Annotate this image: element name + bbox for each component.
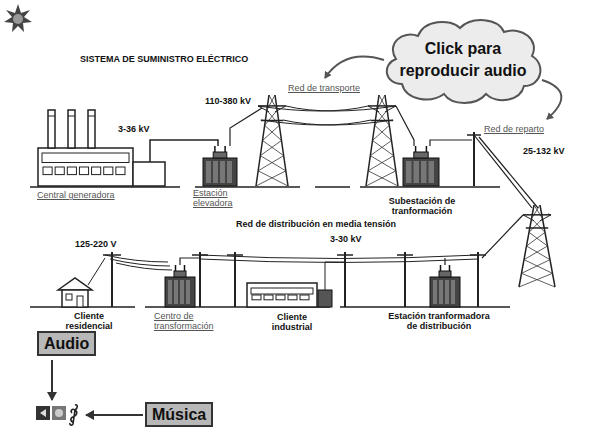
leader-arrow (86, 414, 143, 416)
factory (247, 283, 317, 307)
callout-cloud: Click para reproducir audio (380, 14, 546, 106)
power-line (283, 120, 393, 125)
wire (180, 258, 200, 265)
leader-arrow (325, 57, 384, 78)
transformer (203, 146, 237, 186)
utility-pole (397, 252, 413, 307)
component-label: 3-36 kV (118, 124, 150, 134)
component-label: 110-380 kV (205, 96, 251, 106)
power-line (286, 106, 396, 111)
callout-box: Audio (37, 331, 96, 356)
utility-pole (337, 252, 353, 307)
node-text: Música (152, 405, 206, 424)
wire (230, 108, 262, 146)
component-label: Centro de transformación (154, 311, 254, 332)
component-label: Subestación de tranformación (376, 196, 468, 217)
transmission-tower (519, 205, 555, 287)
component-label: Cliente industrial (262, 312, 322, 333)
component-label: Cliente residencial (58, 311, 120, 332)
wire (396, 106, 414, 146)
cloud-outline (380, 14, 546, 106)
component-label: Red de distribución en media tensión (236, 219, 396, 229)
callout-box: Música (145, 402, 213, 427)
transformer (318, 290, 332, 307)
power-line (105, 255, 172, 270)
factory-annex (133, 162, 165, 186)
node-text: Audio (44, 334, 89, 353)
component-label: 25-132 kV (523, 146, 565, 156)
transformer (165, 265, 195, 307)
component-label: Central generadora (37, 190, 115, 200)
wire (430, 140, 472, 146)
factory (38, 110, 133, 186)
wire (325, 262, 345, 290)
component-label: 125-220 V (75, 239, 117, 249)
component-label: Estación tranformadora de distribución (383, 311, 495, 332)
utility-pole (467, 132, 481, 186)
logo (4, 4, 32, 32)
house (58, 278, 92, 307)
transformer (430, 265, 460, 307)
wire (444, 258, 445, 265)
leader-arrow (542, 80, 561, 119)
utility-pole (470, 252, 486, 307)
component-label: 3-30 kV (330, 234, 362, 244)
transformer (403, 146, 439, 186)
leader-arrow (51, 360, 53, 400)
component-label: Red de reparto (484, 124, 544, 134)
diagram-title: SISTEMA DE SUMINISTRO ELÉCTRICO (80, 54, 248, 64)
component-label: Estación elevadora (193, 188, 255, 209)
ground-line (30, 187, 510, 307)
wire (88, 258, 105, 285)
power-line (200, 255, 478, 263)
player-icons (36, 405, 77, 425)
power-system-drawing (38, 95, 555, 307)
component-label: Red de transporte (288, 83, 360, 93)
utility-pole (103, 252, 121, 307)
power-line (482, 214, 551, 258)
node-text: Click para reproducir audio (398, 38, 528, 83)
